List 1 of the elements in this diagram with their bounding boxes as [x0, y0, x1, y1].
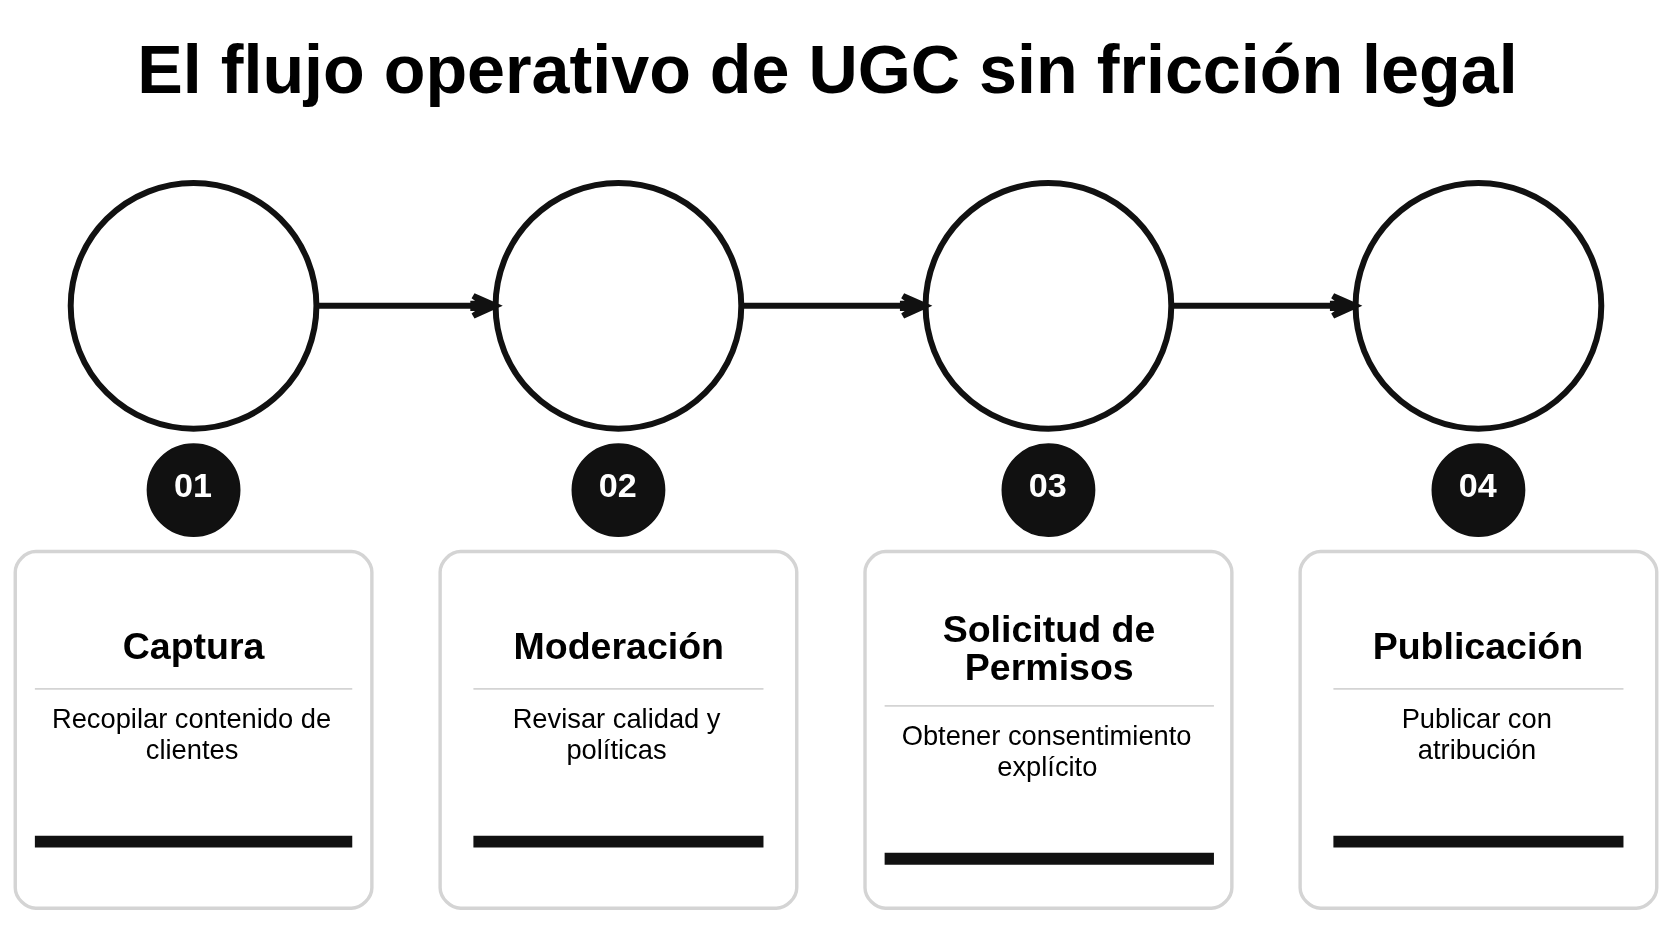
diagram-title: El flujo operativo de UGC sin fricción legal [137, 30, 1518, 107]
